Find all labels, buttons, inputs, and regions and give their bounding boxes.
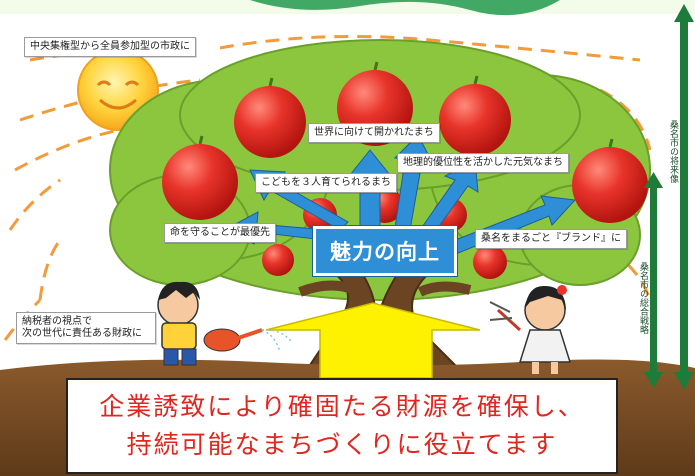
vertical-inner-label: 桑名市の総合戦略 bbox=[638, 262, 648, 334]
apple bbox=[439, 84, 511, 156]
yellow-arrow bbox=[265, 302, 481, 379]
apple bbox=[572, 147, 648, 223]
callout-box: 企業誘致により確固たる財源を確保し、 持続可能なまちづくりに役立てます bbox=[66, 378, 618, 474]
label-taxpayer-line1: 納税者の視点で bbox=[22, 316, 92, 327]
green-arrows bbox=[644, 4, 694, 390]
label-life: 命を守ることが最優先 bbox=[164, 223, 276, 243]
callout-line1: 企業誘致により確固たる財源を確保し、 bbox=[99, 392, 585, 421]
label-taxpayer-line2: 次の世代に責任ある財政に bbox=[22, 328, 142, 339]
label-world: 世界に向けて開かれたまち bbox=[308, 123, 440, 143]
label-children: こどもを３人育てられるまち bbox=[255, 173, 397, 193]
label-geography: 地理的優位性を活かした元気なまち bbox=[397, 153, 569, 173]
vertical-outer-label: 桑名市の将来像 bbox=[668, 120, 678, 183]
label-top-left: 中央集権型から全員参加型の市政に bbox=[24, 37, 196, 57]
boy-figure bbox=[157, 281, 263, 366]
label-brand: 桑名をまるごと『ブランド』に bbox=[475, 229, 627, 249]
apple bbox=[473, 245, 507, 279]
central-box: 魅力の向上 bbox=[313, 226, 457, 276]
callout-line2: 持続可能なまちづくりに役立てます bbox=[126, 430, 558, 459]
water-spray bbox=[261, 329, 293, 353]
apple-stems bbox=[198, 61, 614, 148]
apple bbox=[162, 144, 238, 220]
label-taxpayer: 納税者の視点で 次の世代に責任ある財政に bbox=[16, 312, 156, 344]
apple bbox=[234, 86, 306, 158]
headline-fragment bbox=[250, 0, 560, 16]
girl-figure bbox=[489, 285, 572, 374]
apple bbox=[262, 244, 294, 276]
